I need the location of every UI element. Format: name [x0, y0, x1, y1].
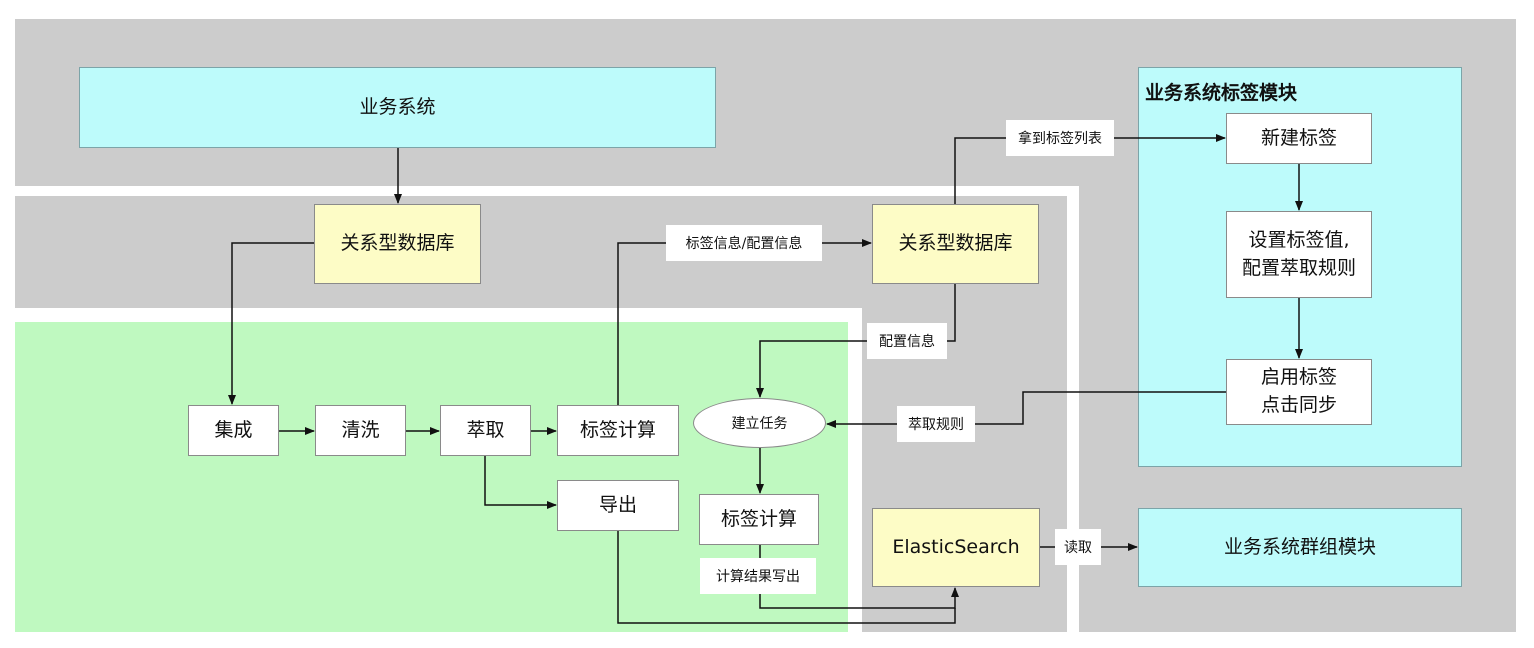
relational-db-left-label: 关系型数据库 [340, 232, 455, 255]
new-tag-box: 新建标签 [1226, 113, 1372, 164]
clean-box: 清洗 [315, 405, 406, 456]
new-tag-label: 新建标签 [1260, 126, 1337, 149]
edge-label-read: 读取 [1055, 529, 1101, 565]
edge-label-get-tag-list: 拿到标签列表 [1006, 120, 1114, 156]
edge-label-write-results: 计算结果写出 [700, 558, 816, 594]
relational-db-left-box: 关系型数据库 [314, 204, 481, 284]
business-system-label: 业务系统 [359, 95, 436, 118]
relational-db-right-label: 关系型数据库 [898, 232, 1013, 255]
tag-compute-right-box: 标签计算 [699, 494, 819, 545]
set-tag-value-line1: 设置标签值, [1248, 228, 1350, 251]
clean-label: 清洗 [341, 418, 380, 441]
separator-vertical-mid [848, 308, 862, 632]
export-label: 导出 [598, 493, 637, 516]
integrate-label: 集成 [214, 418, 253, 441]
enable-tag-line1: 启用标签 [1260, 366, 1337, 389]
edge-label-extract-rules: 萃取规则 [897, 406, 975, 442]
edge-label-config-info: 配置信息 [867, 323, 947, 359]
export-box: 导出 [557, 480, 679, 531]
tag-compute-left-box: 标签计算 [557, 405, 679, 456]
elasticsearch-label: ElasticSearch [892, 535, 1020, 558]
business-system-box: 业务系统 [79, 67, 716, 148]
enable-tag-box: 启用标签 点击同步 [1226, 359, 1372, 425]
integrate-box: 集成 [188, 405, 279, 456]
group-module-box: 业务系统群组模块 [1138, 508, 1462, 587]
set-tag-value-line2: 配置萃取规则 [1241, 256, 1356, 279]
enable-tag-line2: 点击同步 [1260, 394, 1337, 416]
relational-db-right-box: 关系型数据库 [872, 204, 1039, 284]
create-task-label: 建立任务 [731, 416, 788, 432]
elasticsearch-box: ElasticSearch [872, 508, 1040, 587]
group-module-label: 业务系统群组模块 [1223, 535, 1376, 558]
separator-vertical-right [1067, 186, 1079, 632]
tag-module-title: 业务系统标签模块 [1145, 82, 1298, 104]
separator-horizontal-mid [15, 308, 862, 322]
extract-box: 萃取 [440, 405, 531, 456]
extract-label: 萃取 [466, 418, 505, 441]
edge-label-tag-config-info: 标签信息/配置信息 [666, 225, 822, 261]
tag-compute-left-label: 标签计算 [579, 418, 656, 441]
separator-horizontal-top [15, 186, 1079, 196]
tag-compute-right-label: 标签计算 [720, 507, 797, 530]
set-tag-value-box: 设置标签值, 配置萃取规则 [1226, 211, 1372, 298]
create-task-node: 建立任务 [693, 398, 826, 448]
